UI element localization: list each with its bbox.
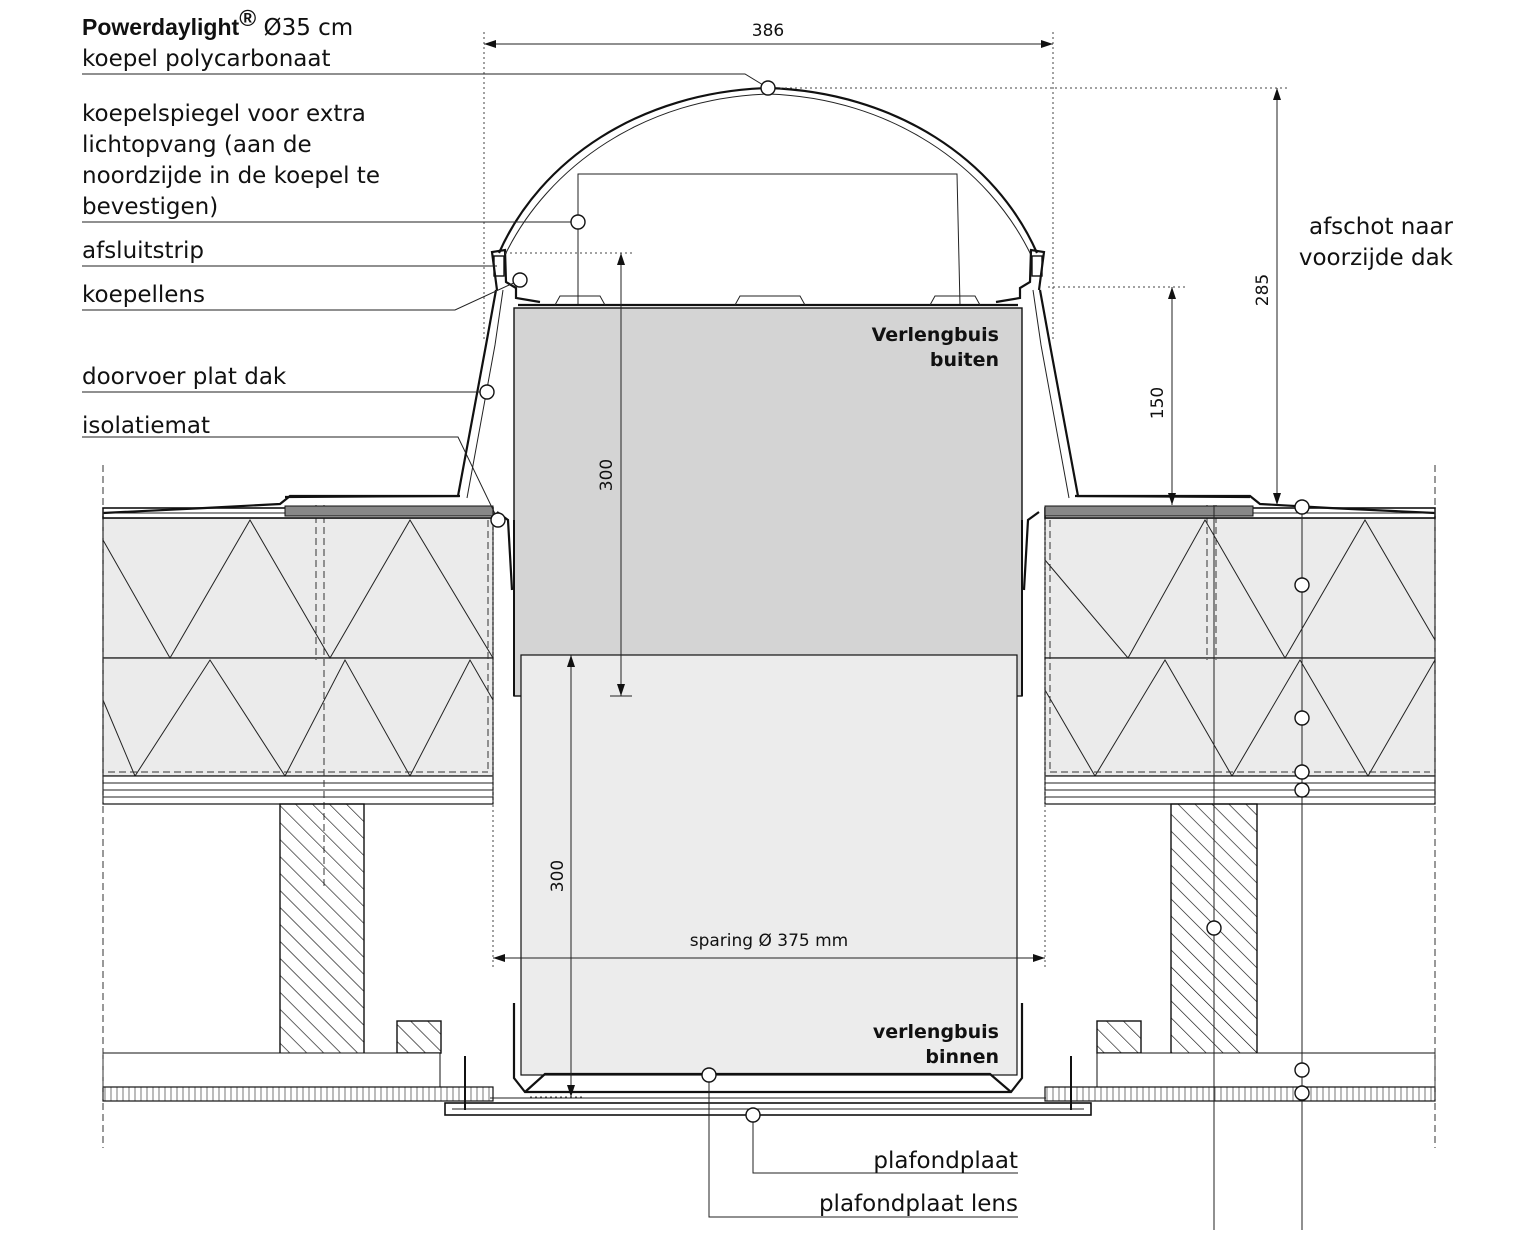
label-verleng-binnen-2: binnen [925, 1046, 999, 1068]
label-koepel: koepel polycarbonaat [82, 46, 331, 72]
leader-markers [479, 80, 1310, 1123]
roof-left [102, 465, 494, 1148]
beam-left [279, 803, 365, 1055]
label-plafondplaat-lens: plafondplaat lens [819, 1191, 1018, 1217]
dim-width-top: 386 [752, 21, 784, 41]
extension-tube-inner [520, 654, 1018, 1076]
label-doorvoer: doorvoer plat dak [82, 364, 287, 390]
label-verleng-buiten-1: Verlengbuis [872, 324, 999, 346]
label-afsluitstrip: afsluitstrip [82, 238, 204, 264]
label-spiegel-3: noordzijde in de koepel te [82, 163, 380, 189]
insulation-upper-right [1044, 517, 1436, 659]
product-title: Powerdaylight® Ø35 cm [82, 5, 353, 41]
dim-tube-inner: 300 [548, 860, 568, 892]
label-verleng-buiten-2: buiten [930, 349, 999, 371]
label-afschot-2: voorzijde dak [1299, 245, 1454, 271]
insulation-upper-left [102, 517, 494, 659]
dimension-lines [483, 32, 1303, 1230]
dim-tube-outer: 300 [597, 459, 617, 491]
label-spiegel-4: bevestigen) [82, 194, 218, 220]
label-verleng-binnen-1: verlengbuis [873, 1021, 999, 1043]
insulation-lower-right [1044, 657, 1436, 777]
dim-height-upstand: 150 [1148, 387, 1168, 419]
label-plafondplaat: plafondplaat [873, 1148, 1018, 1174]
label-afschot-1: afschot naar [1309, 214, 1454, 240]
ceiling-right [1044, 1086, 1436, 1102]
leader-lines [82, 73, 1018, 1218]
insulation-lower-left [102, 657, 494, 777]
label-spiegel-2: lichtopvang (aan de [82, 132, 312, 158]
dim-sparing: sparing Ø 375 mm [690, 931, 849, 951]
label-isolatiemat: isolatiemat [82, 413, 210, 439]
label-koepellens: koepellens [82, 282, 205, 308]
label-spiegel-1: koepelspiegel voor extra [82, 101, 366, 127]
dome [490, 86, 1046, 307]
ceiling-left [102, 1086, 494, 1102]
roof-right [1044, 465, 1436, 1148]
dim-height-total: 285 [1253, 274, 1273, 306]
ceiling-diffuser [444, 1003, 1092, 1116]
